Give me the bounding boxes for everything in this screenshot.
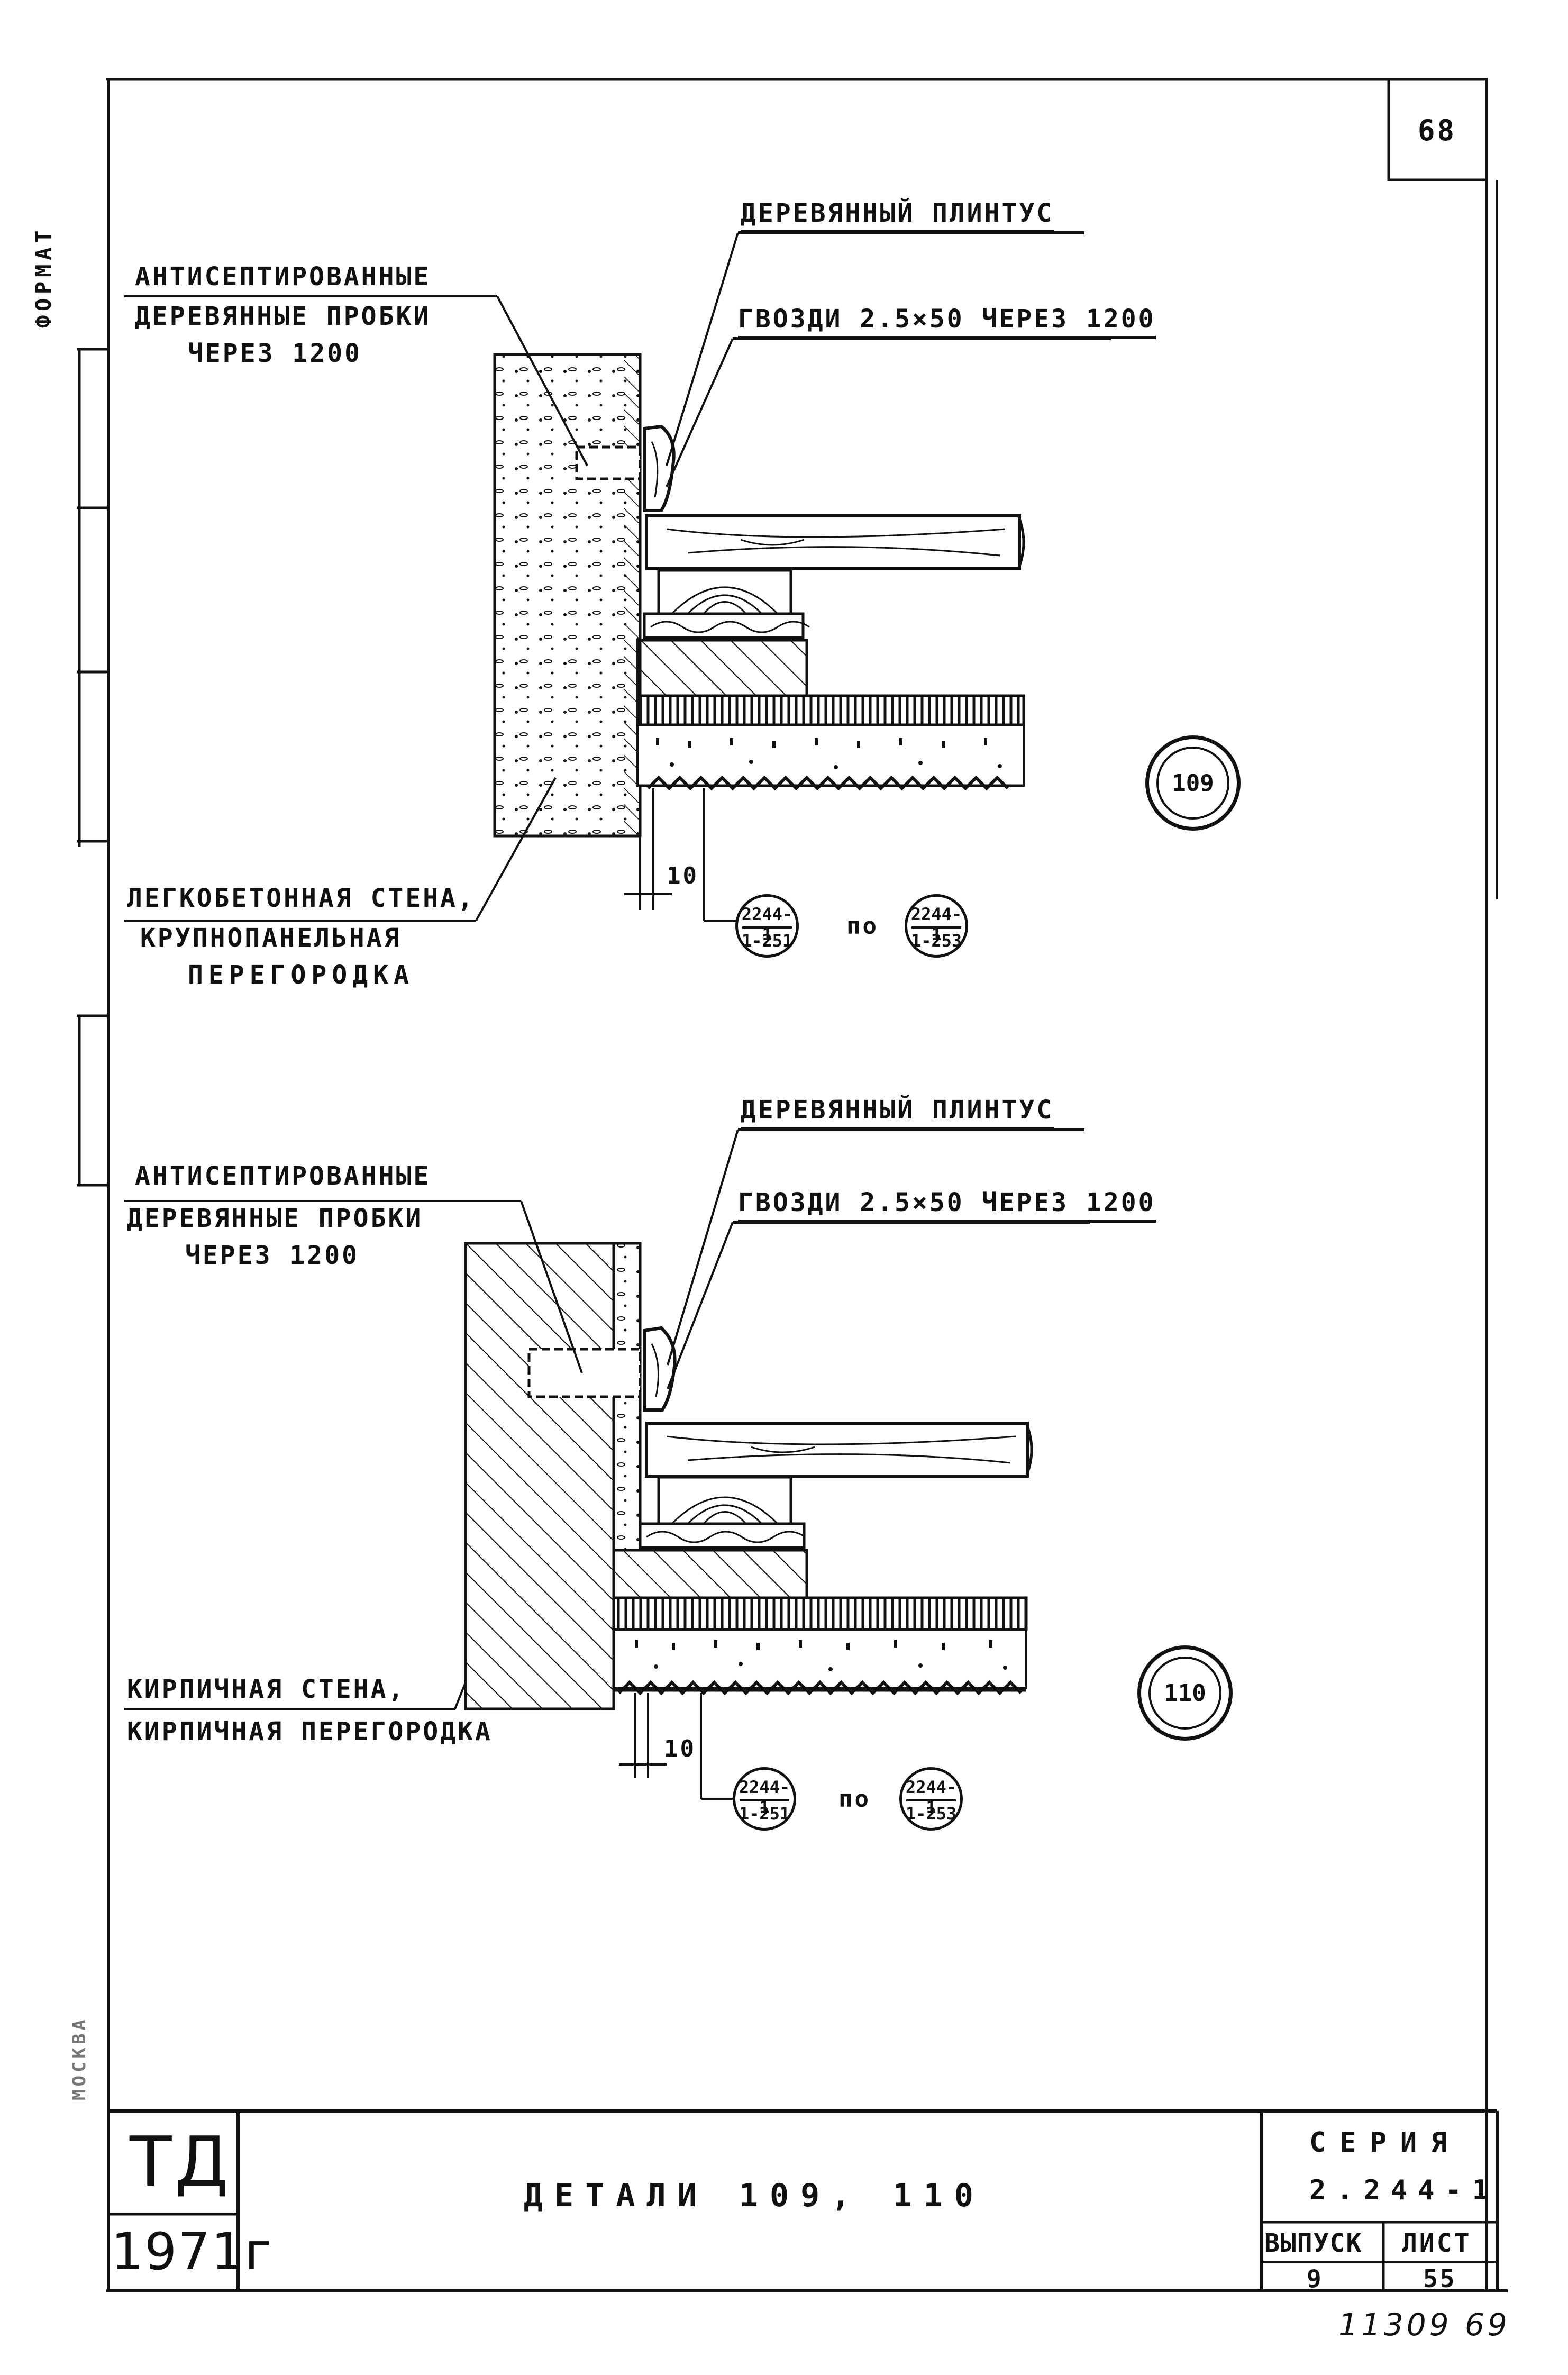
slab-109 (636, 724, 1025, 787)
plinth-110 (643, 1326, 677, 1412)
sheet-number-box (1387, 78, 1488, 181)
d109-wall-label-3: ПЕРЕГОРОДКА (188, 960, 414, 990)
detail-110-drawing (124, 1128, 1090, 1800)
sheet-value: 55 (1423, 2264, 1457, 2293)
d110-ref-2: 2244-1 1-253 (899, 1767, 963, 1831)
screed-110 (612, 1549, 808, 1599)
d109-plugs-label-3: ЧЕРЕЗ 1200 (188, 339, 362, 368)
d109-ref-sep: по (846, 913, 879, 940)
d109-nails-label: ГВОЗДИ 2.5×50 ЧЕРЕЗ 1200 (738, 304, 1156, 339)
d110-plugs-label-3: ЧЕРЕЗ 1200 (185, 1241, 359, 1270)
d109-ref-2: 2244-1 1-253 (905, 894, 968, 958)
d110-ref-sep: по (838, 1786, 871, 1813)
d110-ref-1-bottom: 1-251 (739, 1804, 790, 1824)
d109-ref-1-top: 2244-1 (741, 904, 793, 944)
detail-number-109: 109 (1145, 735, 1241, 831)
d109-plinth-label: ДЕРЕВЯННЫЙ ПЛИНТУС (741, 198, 1054, 233)
d109-ref-2-top: 2244-1 (910, 904, 962, 944)
plinth-109 (643, 424, 676, 512)
floor-board-109 (645, 514, 1021, 570)
d110-wall-label-2: КИРПИЧНАЯ ПЕРЕГОРОДКА (127, 1717, 493, 1746)
d109-dimension: 10 (667, 862, 699, 889)
d110-plinth-label: ДЕРЕВЯННЫЙ ПЛИНТУС (741, 1095, 1054, 1130)
d109-ref-1-bottom: 1-251 (741, 931, 793, 951)
title-block-grid (108, 2109, 1499, 2291)
d110-dimension: 10 (664, 1735, 696, 1762)
d109-ref-1: 2244-1 1-251 (735, 894, 799, 958)
d110-wall-label-1: КИРПИЧНАЯ СТЕНА, (127, 1675, 406, 1704)
series-label: СЕРИЯ (1309, 2127, 1461, 2159)
d109-ref-2-bottom: 1-253 (910, 931, 962, 951)
d110-ref-1-top: 2244-1 (739, 1777, 790, 1817)
detail-number-110-text: 110 (1164, 1680, 1206, 1707)
d110-plugs-label-2: ДЕРЕВЯННЫЕ ПРОБКИ (127, 1204, 423, 1233)
wooden-plug-109 (575, 445, 642, 480)
slab-finish-109 (636, 694, 1025, 726)
footer-code: 11309 69 (1338, 2307, 1510, 2343)
slab-finish-110 (612, 1596, 1028, 1631)
side-strip (77, 348, 108, 1187)
gasket-110 (639, 1522, 806, 1549)
d110-nails-label: ГВОЗДИ 2.5×50 ЧЕРЕЗ 1200 (738, 1188, 1156, 1223)
screed-109 (636, 639, 808, 697)
d110-ref-2-bottom: 1-253 (905, 1804, 957, 1824)
sheet-frame (106, 78, 1508, 2292)
detail-number-110: 110 (1137, 1645, 1233, 1741)
drawing-title: ДЕТАЛИ 109, 110 (524, 2177, 985, 2214)
concrete-wall-109 (493, 353, 642, 838)
brick-wall-110 (464, 1242, 615, 1710)
issue-label: ВЫПУСК (1264, 2228, 1363, 2258)
floor-board-110 (645, 1422, 1029, 1478)
joist-110 (657, 1476, 792, 1532)
gasket-109 (643, 612, 805, 639)
org-stamp: ТД (130, 2122, 232, 2202)
detail-number-109-text: 109 (1172, 770, 1214, 797)
side-label-bottom: МОСКВА (69, 2016, 90, 2100)
series-value: 2.244-1 (1309, 2174, 1500, 2206)
sheet-label: ЛИСТ (1402, 2228, 1472, 2258)
d110-plugs-label-1: АНТИСЕПТИРОВАННЫЕ (135, 1161, 431, 1191)
d109-plugs-label-1: АНТИСЕПТИРОВАННЫЕ (135, 262, 431, 292)
year-stamp: 1971г (111, 2222, 272, 2281)
d109-wall-label-2: КРУПНОПАНЕЛЬНАЯ (140, 923, 402, 953)
sheet-number: 68 (1418, 114, 1457, 147)
slab-110 (613, 1628, 1027, 1689)
d110-ref-1: 2244-1 1-251 (733, 1767, 796, 1831)
issue-value: 9 (1307, 2264, 1324, 2293)
detail-109-drawing (124, 231, 1111, 922)
d109-plugs-label-2: ДЕРЕВЯННЫЕ ПРОБКИ (135, 302, 431, 331)
d110-ref-2-top: 2244-1 (905, 1777, 957, 1817)
wooden-plug-110 (527, 1348, 642, 1398)
d109-wall-label-1: ЛЕГКОБЕТОННАЯ СТЕНА, (127, 884, 475, 913)
side-label-top: ФОРМАТ (32, 226, 56, 329)
